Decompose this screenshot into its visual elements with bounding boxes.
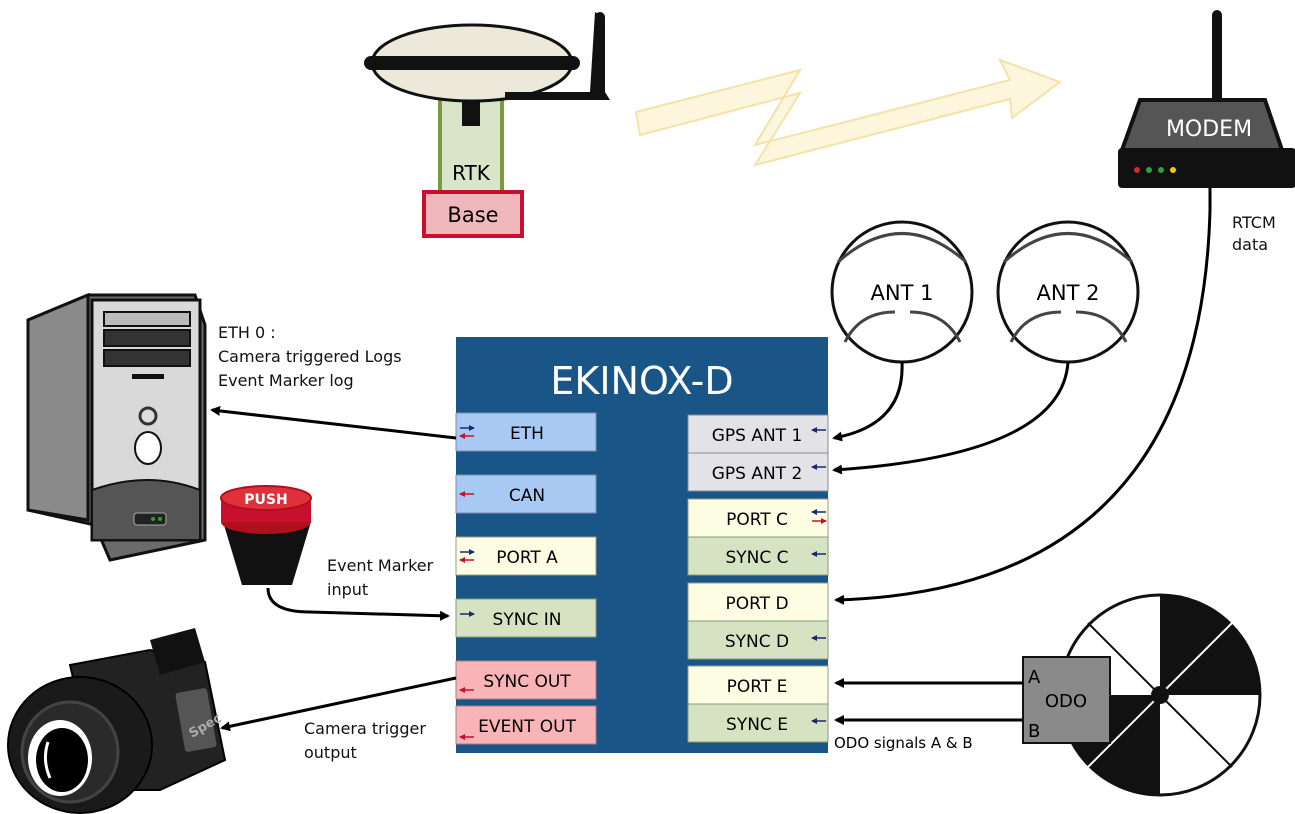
- connection-cables: [210, 188, 1212, 732]
- cable-sync-out-camera: [220, 676, 457, 732]
- rtk-base-station: RTK Base: [364, 12, 610, 238]
- rtk-label: RTK: [452, 161, 491, 185]
- port-a: [455, 536, 597, 576]
- cable-ant1: [832, 361, 904, 442]
- direction-arrows-left: [459, 425, 475, 740]
- push-cap-icon: [220, 485, 312, 511]
- ant1-label: ANT 1: [871, 281, 934, 305]
- odometer: ODO A B: [1022, 593, 1262, 797]
- cable-push-sync-in: [266, 587, 450, 621]
- modem-label: MODEM: [1166, 117, 1252, 142]
- port-sync-c-label: SYNC C: [725, 548, 788, 568]
- odo-b-label: B: [1028, 721, 1040, 742]
- device-title: EKINOX-D: [550, 359, 733, 403]
- port-d: [687, 582, 829, 622]
- modem-antenna-icon: [1212, 10, 1222, 105]
- camera-trigger-label-1: Camera trigger: [304, 719, 426, 738]
- port-gps-ant1: [687, 414, 829, 454]
- port-gps-ant2-label: GPS ANT 2: [712, 464, 803, 484]
- port-e-label: PORT E: [727, 677, 788, 697]
- ekinox-device: EKINOX-D ETH CAN PORT A SYNC IN SYNC OUT…: [455, 337, 829, 753]
- eth-label-1: ETH 0 :: [218, 323, 276, 342]
- gnss-plate: [364, 56, 580, 70]
- port-c-label: PORT C: [726, 510, 788, 530]
- port-gps-ant1-label: GPS ANT 1: [712, 426, 803, 446]
- port-sync-in-label: SYNC IN: [493, 610, 562, 630]
- modem-led-icon: [1134, 167, 1140, 173]
- port-event-out-label: EVENT OUT: [478, 717, 576, 737]
- antenna-2: ANT 2: [996, 220, 1140, 364]
- power-button-icon: [134, 431, 162, 465]
- port-can-label: CAN: [509, 486, 545, 506]
- ant2-label: ANT 2: [1037, 281, 1100, 305]
- port-d-label: PORT D: [725, 594, 788, 614]
- port-eth-label: ETH: [510, 424, 544, 444]
- port-gps-ant2: [687, 452, 829, 492]
- odo-label: ODO: [1045, 691, 1087, 712]
- odo-signals-label: ODO signals A & B: [834, 734, 973, 752]
- port-event-out: [455, 705, 597, 745]
- odo-box: [1022, 656, 1111, 744]
- port-can: [455, 474, 597, 514]
- push-label: PUSH: [244, 492, 287, 508]
- radio-link-icon: [634, 58, 1063, 167]
- event-marker-label-2: input: [327, 580, 368, 599]
- port-sync-e-label: SYNC E: [726, 715, 788, 735]
- port-sync-in: [455, 598, 597, 638]
- push-base: [224, 525, 310, 585]
- base-label: Base: [447, 203, 498, 227]
- push-button: PUSH: [220, 485, 312, 585]
- port-e: [687, 665, 829, 705]
- port-sync-out: [455, 660, 597, 700]
- modem: MODEM RTCM data: [1118, 10, 1295, 254]
- cable-eth-computer: [210, 405, 457, 440]
- event-marker-label-1: Event Marker: [327, 556, 434, 575]
- direction-arrows-right: [811, 427, 827, 724]
- camera-handle: [150, 628, 205, 675]
- rtcm-label-1: RTCM: [1232, 213, 1276, 232]
- eth-label-3: Event Marker log: [218, 371, 354, 390]
- base-box: [422, 190, 524, 238]
- cable-modem-port-d: [834, 188, 1212, 605]
- port-sync-out-label: SYNC OUT: [483, 672, 571, 692]
- port-c: [687, 498, 829, 538]
- port-sync-d: [687, 620, 829, 660]
- computer-tower: [26, 292, 207, 562]
- cable-ant2: [832, 361, 1070, 475]
- camera: Spec: [7, 628, 227, 814]
- port-sync-d-label: SYNC D: [725, 632, 789, 652]
- port-sync-e: [687, 703, 829, 743]
- odo-a-label: A: [1028, 667, 1041, 688]
- rtk-slot: [462, 100, 480, 126]
- port-sync-c: [687, 536, 829, 576]
- rtcm-label-2: data: [1232, 235, 1268, 254]
- port-eth: [455, 412, 597, 452]
- port-a-label: PORT A: [496, 548, 558, 568]
- camera-trigger-label-2: output: [304, 743, 357, 762]
- drive-bay-icon: [103, 329, 191, 347]
- antenna-1: ANT 1: [830, 220, 974, 364]
- eth-label-2: Camera triggered Logs: [218, 347, 402, 366]
